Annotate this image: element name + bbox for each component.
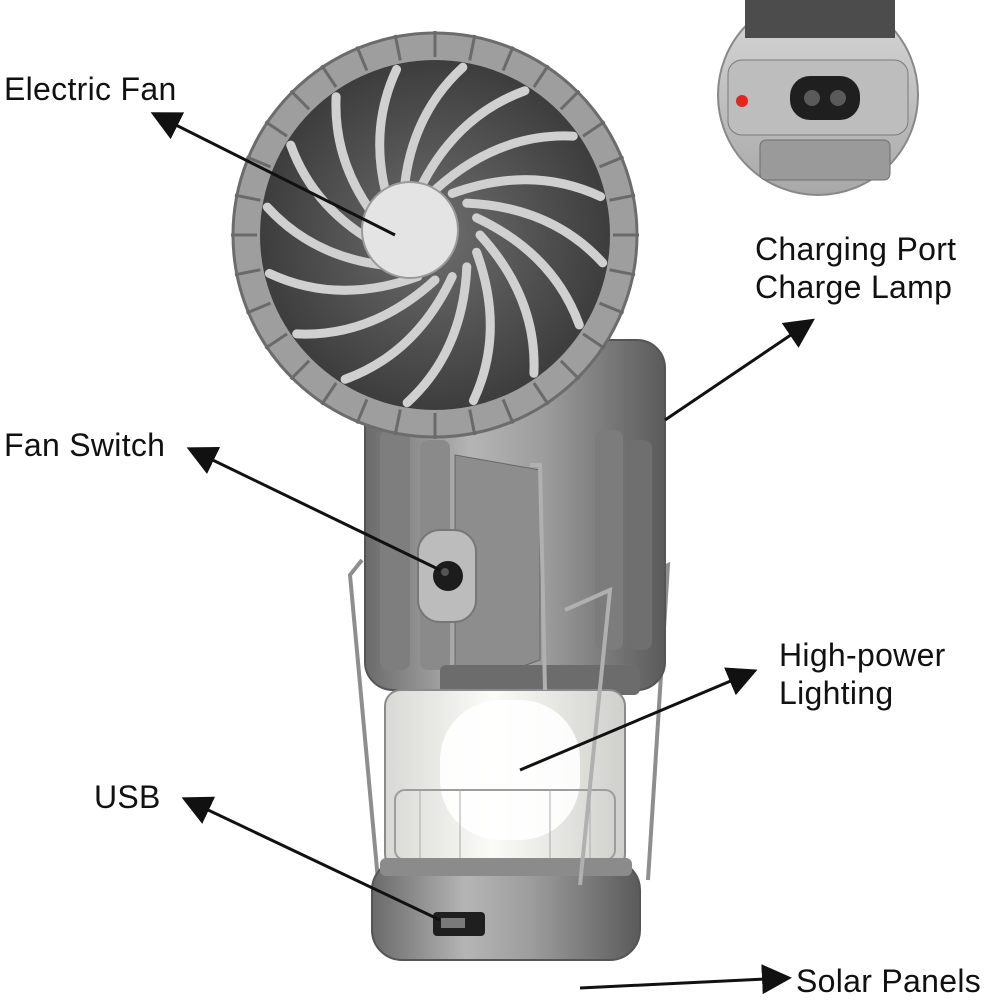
- charging-port-inset: [717, 0, 919, 196]
- fan-blade: [292, 275, 440, 339]
- grille-rib: [355, 45, 369, 72]
- arrow-solar-panels: [579, 964, 792, 995]
- label-solar-panels-text: Solar Panels: [796, 963, 982, 999]
- grille-rib: [234, 193, 261, 202]
- grille-rib: [355, 398, 369, 425]
- grille-rib: [393, 409, 402, 436]
- fan-blade: [402, 262, 472, 408]
- grille-rib: [320, 382, 338, 406]
- grille-rib: [559, 359, 581, 381]
- fan-blade: [430, 131, 578, 195]
- arrow-usb: [181, 796, 441, 922]
- label-electric-fan-text: Electric Fan: [4, 71, 177, 107]
- grille-rib: [468, 409, 477, 436]
- light-chamber: [384, 689, 626, 871]
- grille-rib: [245, 155, 272, 169]
- label-charging-port-text: Charging Port: [755, 231, 957, 267]
- fan-blade: [447, 175, 606, 202]
- charge-indicator-lamp: [736, 95, 748, 107]
- label-charge-lamp-text: Charge Lamp: [755, 269, 953, 305]
- arrow-charging-port: [664, 318, 815, 422]
- grille-rib: [234, 268, 261, 277]
- fan-blade: [340, 272, 457, 384]
- grille-rib: [501, 398, 515, 425]
- grille-rib: [559, 89, 581, 111]
- grille-rib: [582, 332, 606, 350]
- arrow-fan-switch: [186, 446, 441, 572]
- grille-rib: [289, 359, 311, 381]
- arrow-lighting: [519, 667, 758, 772]
- grille-rib: [468, 34, 477, 61]
- label-high-power-lighting: High-power Lighting: [779, 636, 946, 712]
- arrow-electric-fan: [150, 112, 396, 237]
- grille-rib: [245, 301, 272, 315]
- fan-blade: [462, 198, 608, 268]
- label-fan-switch: Fan Switch: [4, 426, 165, 464]
- grille-rib: [598, 155, 625, 169]
- label-electric-fan: Electric Fan: [4, 70, 177, 108]
- fan-switch: [417, 529, 477, 623]
- label-solar-panels: Solar Panels: [796, 962, 981, 1000]
- grille-rib: [609, 268, 636, 277]
- grille-rib: [609, 193, 636, 202]
- grille-rib: [264, 120, 288, 138]
- label-charging-port-charge-lamp: Charging Port Charge Lamp: [755, 230, 956, 306]
- fan-blade: [413, 86, 530, 198]
- label-lighting-line1: High-power: [779, 637, 946, 673]
- label-usb: USB: [94, 778, 161, 816]
- grille-rib: [598, 301, 625, 315]
- electric-fan-head: [231, 31, 639, 439]
- fan-hub: [361, 181, 459, 279]
- label-fan-switch-text: Fan Switch: [4, 427, 166, 463]
- label-lighting-line2: Lighting: [779, 675, 894, 711]
- lantern-base: [371, 858, 641, 961]
- label-usb-text: USB: [94, 779, 161, 815]
- grille-rib: [532, 382, 550, 406]
- fan-blade: [475, 230, 539, 378]
- fan-blade: [468, 247, 495, 406]
- grille-rib: [393, 34, 402, 61]
- grille-rib: [320, 64, 338, 88]
- fan-grille: [231, 31, 639, 439]
- grille-rib: [264, 332, 288, 350]
- grille-rib: [532, 64, 550, 88]
- charging-port-socket: [790, 76, 860, 120]
- fan-blade: [472, 213, 584, 330]
- grille-rib: [582, 120, 606, 138]
- wire-handle-front: [530, 463, 613, 886]
- grille-rib: [501, 45, 515, 72]
- fan-blade: [264, 268, 423, 295]
- callout-arrows: [150, 112, 815, 995]
- grille-rib: [289, 89, 311, 111]
